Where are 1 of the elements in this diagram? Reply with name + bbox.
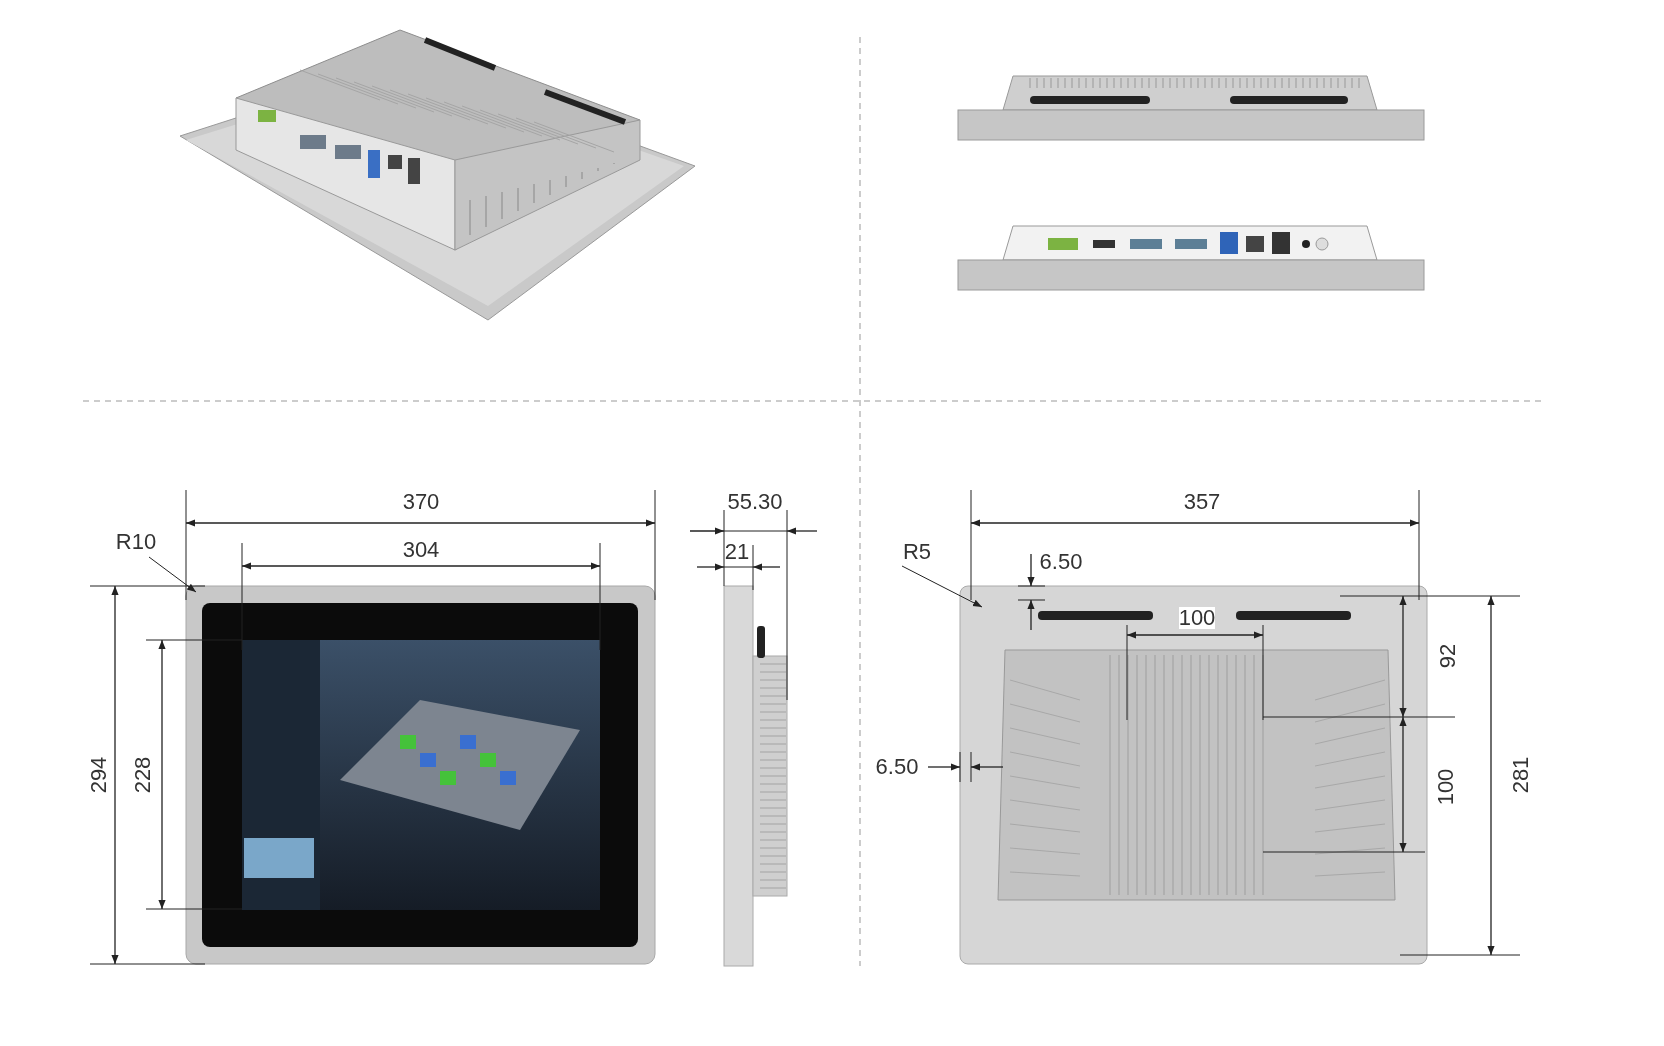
dimension-label: 100 [1178,607,1216,629]
